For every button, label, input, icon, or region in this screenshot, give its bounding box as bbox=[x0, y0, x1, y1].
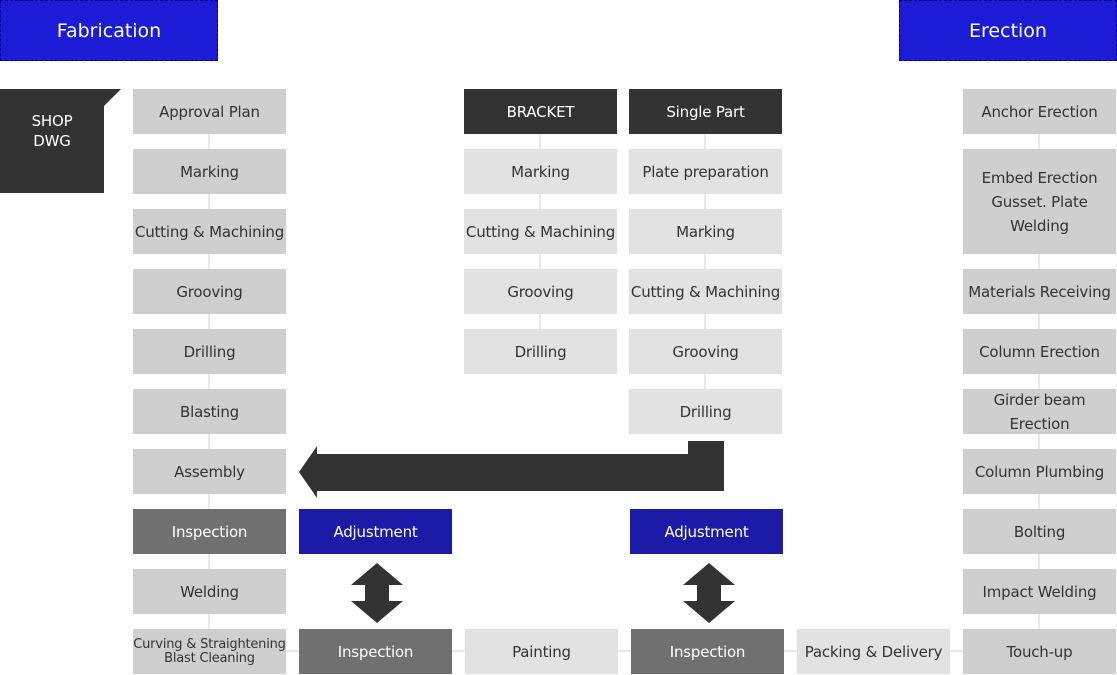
erection-step-column-erection: Column Erection bbox=[963, 329, 1116, 374]
step-curving-blast-cleaning: Curving & Straightening Blast Cleaning bbox=[133, 629, 286, 674]
erection-step-girder-beam: Girder beam Erection bbox=[963, 389, 1116, 434]
single-part-step-cutting-machining: Cutting & Machining bbox=[629, 269, 782, 314]
step-assembly: Assembly bbox=[133, 449, 286, 494]
single-part-column-connector bbox=[704, 110, 706, 415]
step-drilling: Drilling bbox=[133, 329, 286, 374]
erection-header: Erection bbox=[899, 0, 1117, 61]
adjustment-left: Adjustment bbox=[299, 509, 452, 554]
erection-step-bolting: Bolting bbox=[963, 509, 1116, 554]
erection-step-anchor: Anchor Erection bbox=[963, 89, 1116, 134]
bracket-step-marking: Marking bbox=[464, 149, 617, 194]
main-column-connector bbox=[208, 110, 210, 655]
shop-dwg-tag-shape bbox=[0, 89, 121, 193]
fabrication-header: Fabrication bbox=[0, 0, 218, 61]
to-assembly-arrow-icon bbox=[299, 441, 724, 498]
erection-step-materials-receiving: Materials Receiving bbox=[963, 269, 1116, 314]
erection-step-touch-up: Touch-up bbox=[963, 629, 1116, 674]
double-arrow-left-icon bbox=[351, 563, 403, 623]
bottom-packing-delivery: Packing & Delivery bbox=[797, 629, 950, 674]
erection-step-impact-welding: Impact Welding bbox=[963, 569, 1116, 614]
bracket-title: BRACKET bbox=[464, 89, 617, 134]
bottom-inspection-right: Inspection bbox=[631, 629, 784, 674]
single-part-title: Single Part bbox=[629, 89, 782, 134]
bottom-row-connector bbox=[208, 650, 1038, 652]
bottom-painting: Painting bbox=[465, 629, 618, 674]
single-part-step-plate-preparation: Plate preparation bbox=[629, 149, 782, 194]
single-part-step-marking: Marking bbox=[629, 209, 782, 254]
step-grooving: Grooving bbox=[133, 269, 286, 314]
step-cutting-machining: Cutting & Machining bbox=[133, 209, 286, 254]
step-blasting: Blasting bbox=[133, 389, 286, 434]
double-arrow-right-icon bbox=[683, 563, 735, 623]
adjustment-right: Adjustment bbox=[630, 509, 783, 554]
bracket-step-grooving: Grooving bbox=[464, 269, 617, 314]
bracket-step-cutting-machining: Cutting & Machining bbox=[464, 209, 617, 254]
step-welding: Welding bbox=[133, 569, 286, 614]
erection-column-connector bbox=[1038, 110, 1040, 655]
step-marking: Marking bbox=[133, 149, 286, 194]
single-part-step-grooving: Grooving bbox=[629, 329, 782, 374]
erection-step-column-plumbing: Column Plumbing bbox=[963, 449, 1116, 494]
step-inspection: Inspection bbox=[133, 509, 286, 554]
step-approval-plan: Approval Plan bbox=[133, 89, 286, 134]
single-part-step-drilling: Drilling bbox=[629, 389, 782, 434]
bracket-step-drilling: Drilling bbox=[464, 329, 617, 374]
bottom-inspection-left: Inspection bbox=[299, 629, 452, 674]
erection-step-embed-gusset: Embed Erection Gusset. Plate Welding bbox=[963, 149, 1116, 254]
shop-dwg-label: SHOP DWG bbox=[31, 112, 73, 150]
